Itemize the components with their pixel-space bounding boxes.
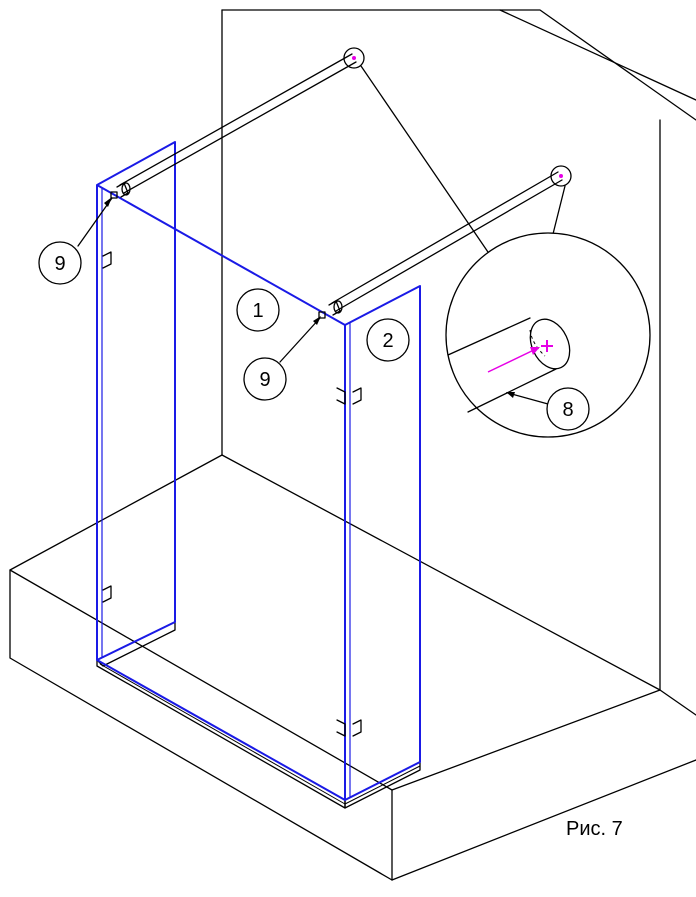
floor-plinth — [9, 454, 696, 881]
callout-1: 1 — [236, 288, 280, 332]
wall-back — [221, 9, 696, 456]
figure-caption: Рис. 7 — [566, 818, 623, 840]
callout-9-right: 9 — [243, 357, 287, 401]
hinge-right-top — [336, 387, 362, 405]
hinge-left-top — [102, 251, 112, 269]
callout-leaders — [77, 197, 549, 405]
callout-2-label: 2 — [382, 330, 393, 352]
detail-view — [445, 232, 651, 438]
bottom-profile — [96, 621, 421, 809]
callout-9-left: 9 — [38, 241, 82, 285]
callout-8-label: 8 — [562, 399, 573, 421]
hinge-left-bottom — [102, 585, 112, 603]
wall-right — [659, 119, 696, 716]
callout-9-left-label: 9 — [54, 253, 65, 275]
callout-8: 8 — [546, 387, 590, 431]
callout-9-right-label: 9 — [259, 369, 270, 391]
callout-1-label: 1 — [252, 300, 263, 322]
stabilizer-rod-left — [110, 47, 365, 199]
hinge-right-bottom — [336, 719, 362, 737]
glass-panel-1 — [96, 141, 176, 661]
detail-leader-lines — [360, 65, 566, 256]
stabilizer-rod-right — [318, 165, 572, 319]
glass-top-edge — [96, 184, 346, 326]
callout-2: 2 — [366, 318, 410, 362]
